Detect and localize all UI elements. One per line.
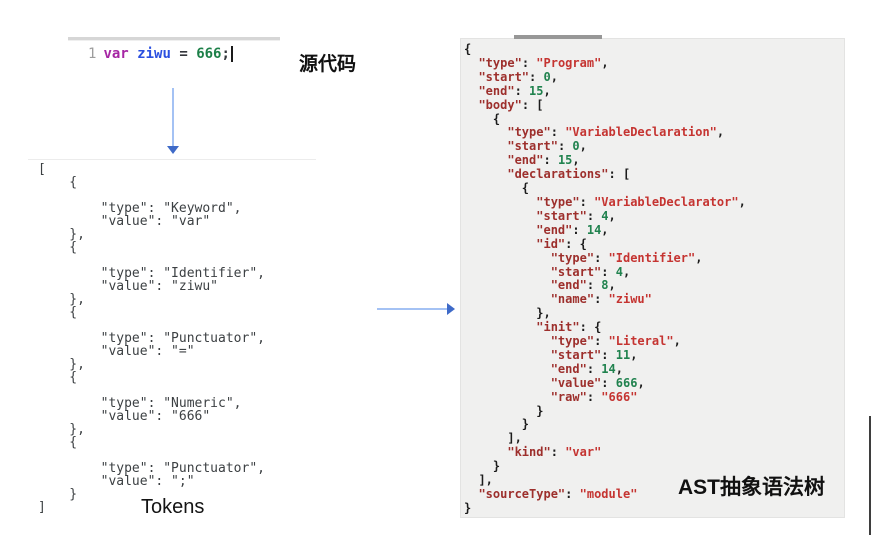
source-code-editor[interactable]: 1 var ziwu = 666; <box>88 45 233 63</box>
arrow-head <box>167 146 179 154</box>
ast-label: AST抽象语法树 <box>678 476 825 499</box>
arrow-head <box>447 303 455 315</box>
arrow-line <box>377 308 447 310</box>
arrow-down-icon <box>166 88 180 156</box>
window-edge-line <box>869 416 871 535</box>
line-number: 1 <box>88 46 97 62</box>
ast-scrollbar-thumb[interactable] <box>514 35 602 39</box>
ast-panel <box>460 38 845 518</box>
arrow-right-icon <box>377 302 457 316</box>
source-editor-scrollbar[interactable] <box>68 37 280 41</box>
source-code-line: var ziwu = 666; <box>103 46 230 62</box>
ast-json-output: { "type": "Program", "start": 0, "end": … <box>464 42 746 515</box>
tokens-panel-divider <box>28 159 316 160</box>
arrow-line <box>172 88 174 146</box>
text-cursor <box>230 46 233 62</box>
tokens-json-output: [ { "type": "Keyword", "value": "var" },… <box>38 162 265 515</box>
tokens-label: Tokens <box>141 496 205 518</box>
source-code-label: 源代码 <box>299 54 357 75</box>
